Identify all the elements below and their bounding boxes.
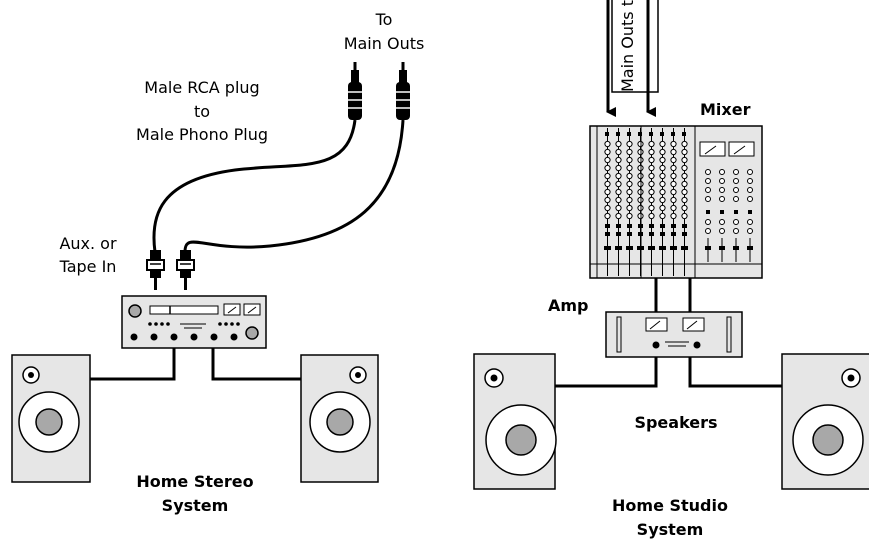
speaker-wire <box>555 357 658 388</box>
vu-meter-icon <box>699 141 755 157</box>
home-stereo-section: To Main Outs Male RCA plug to Male Phono… <box>11 10 425 515</box>
speaker-icon <box>300 354 379 483</box>
audio-cable <box>152 119 357 253</box>
speaker-wire <box>688 357 782 388</box>
speaker-icon <box>781 353 869 490</box>
to-main-outs-label-1: To <box>375 10 393 29</box>
main-outs-vertical-label: Main Outs t <box>618 0 637 92</box>
aux-label-1: Aux. or <box>59 234 117 253</box>
home-stereo-title-1: Home Stereo <box>136 472 253 491</box>
speaker-icon <box>11 354 91 483</box>
cable-label-3: Male Phono Plug <box>136 125 268 144</box>
phono-plug-icon <box>348 62 362 120</box>
speakers-label: Speakers <box>634 413 717 432</box>
phono-plug-icon <box>396 62 410 120</box>
audio-cable <box>183 119 405 253</box>
mixer-icon <box>589 125 763 279</box>
mixer-label: Mixer <box>700 100 751 119</box>
amp-label: Amp <box>548 296 589 315</box>
aux-label-2: Tape In <box>59 257 117 276</box>
rca-plug-icon <box>176 250 195 290</box>
amplifier-icon <box>605 311 743 358</box>
cable-label-2: to <box>194 102 210 121</box>
speaker-wire <box>90 348 176 381</box>
to-main-outs-label-2: Main Outs <box>344 34 425 53</box>
cable-label-1: Male RCA plug <box>144 78 259 97</box>
speaker-wire <box>211 348 301 381</box>
home-studio-title-1: Home Studio <box>612 496 728 515</box>
home-studio-title-2: System <box>637 520 704 539</box>
rca-plug-icon <box>146 250 165 290</box>
home-studio-section: Main Outs t Mixer Amp <box>473 0 869 539</box>
home-stereo-title-2: System <box>162 496 229 515</box>
main-outs-box <box>611 0 659 93</box>
speaker-icon <box>473 353 557 490</box>
receiver-icon <box>121 295 267 349</box>
